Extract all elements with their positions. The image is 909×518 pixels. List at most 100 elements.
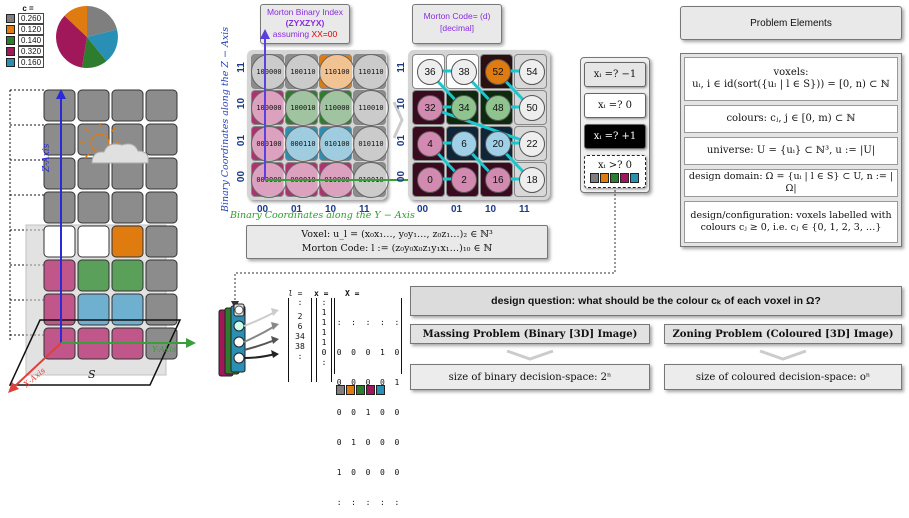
chevron-down-icon (759, 349, 807, 361)
legend-swatch-orange (6, 25, 15, 34)
X-matrix-label: X = (345, 289, 360, 298)
morton-code: 20 (485, 131, 511, 157)
pe-universe: universe: U = {uᵢ} ⊂ ℕ³, u := |U| (684, 137, 898, 165)
swatch-blue (630, 172, 639, 183)
state-positive: xᵢ >? 0 (584, 155, 646, 188)
x-entry: 0 (321, 348, 327, 357)
col-tick: 11 (359, 204, 370, 215)
row-tick: 00 (396, 170, 408, 183)
swatch-orange (600, 172, 609, 183)
legend-value: 0.260 (18, 13, 45, 24)
morton-index-box: Morton Binary Index (ZYXZYX) assuming XX… (260, 4, 350, 44)
row-tick: 11 (395, 62, 407, 73)
col-tick: 10 (325, 204, 337, 215)
y-axis-label: Y-Axis (152, 345, 177, 354)
morton-code: 52 (485, 59, 511, 85)
legend-swatch-green (6, 36, 15, 45)
morton-code: 2 (451, 167, 477, 193)
binary-index: 100110 (285, 54, 321, 90)
X-row: 0 0 0 0 1 (336, 378, 400, 387)
swatch-grey (336, 384, 345, 395)
design-question-box: design question: what should be the colo… (410, 286, 902, 316)
massing-title-box: Massing Problem (Binary [3D] Image) (410, 324, 650, 344)
massing-size-box: size of binary decision-space: 2ⁿ (410, 364, 650, 390)
morton-formula: Morton Code: l := (z₀y₀x₀z₁y₁x₁…)₁₀ ∈ ℕ (301, 243, 493, 254)
color-legend: c = 0.260 0.120 0.140 0.320 0.160 (6, 4, 50, 68)
morton-code-sub: [decimal] (439, 23, 474, 33)
color-pie-chart (56, 6, 118, 69)
swatch-magenta (366, 384, 375, 395)
zoning-size-box: size of coloured decision-space: oⁿ (664, 364, 902, 390)
swatch-blue (376, 384, 385, 395)
chevron-down-icon (506, 349, 554, 361)
swatch-green (610, 172, 619, 183)
l-entry: : (297, 352, 303, 361)
pe-colours: colours: cⱼ, j ∈ [0, m) ⊂ ℕ (684, 105, 898, 133)
binary-index: 110000 (319, 90, 355, 126)
X-row: 0 1 0 0 0 (336, 438, 400, 447)
legend-title: c = (22, 4, 34, 13)
morton-code-title: Morton Code= (d) (423, 11, 491, 21)
state-positive-label: xᵢ >? 0 (597, 160, 633, 171)
x-entry: : (321, 358, 327, 367)
morton-index-pattern: (ZYXZYX) (285, 18, 325, 28)
voxel-stack (43, 89, 178, 360)
l-entry: 2 (297, 312, 303, 321)
col-tick: 10 (485, 204, 497, 215)
site-label: S (88, 368, 96, 381)
x-entry: 1 (321, 328, 327, 337)
problem-elements-header: Problem Elements (680, 6, 902, 40)
swatch-green (356, 384, 365, 395)
row-tick: 10 (396, 97, 408, 110)
formula-box: Voxel: u_l = (x₀x₁…, y₀y₁…, z₀z₁…)₂ ∈ ℕ³… (246, 225, 548, 259)
state-zero: xᵢ =? 0 (584, 93, 646, 118)
morton-code: 54 (519, 59, 545, 85)
voxel-3d-illustration (8, 89, 196, 393)
l-entry: : (297, 298, 303, 307)
row-tick: 01 (396, 134, 408, 147)
col-tick: 00 (417, 204, 429, 215)
morton-code: 50 (519, 95, 545, 121)
col-tick: 01 (291, 204, 303, 215)
morton-order-links (426, 69, 532, 181)
problem-elements-list: voxels: uᵢ, i ∈ id(sort({uₗ | l ∈ S})) =… (680, 53, 902, 247)
color-swatches (590, 172, 640, 183)
col-tick: 00 (257, 204, 269, 215)
layered-voxel-icon (218, 303, 279, 377)
chevron-right-icon (392, 101, 404, 139)
morton-code: 36 (417, 59, 443, 85)
X-matrix: : : : : : 0 0 0 1 0 0 0 0 0 1 0 0 1 0 0 … (334, 298, 402, 507)
l-vector: : 2 6 34 38 : (288, 298, 312, 382)
binary-index: 110010 (353, 90, 389, 126)
X-row: : : : : : (336, 318, 400, 327)
legend-swatch-grey (6, 14, 15, 23)
pe-configuration: design/configuration: voxels labelled wi… (684, 201, 898, 243)
morton-code: 6 (451, 131, 477, 157)
l-entry: 6 (297, 322, 303, 331)
x-entry: : (321, 298, 327, 307)
z-axis-label: Z-Axis (42, 143, 52, 172)
l-entry: 38 (295, 342, 305, 351)
swatch-orange (346, 384, 355, 395)
y-binary-axis-label: Binary Coordinates along the Y − Axis (230, 210, 415, 221)
pie-slice-grey (87, 6, 117, 37)
pie-slice-magenta (56, 15, 87, 68)
legend-value: 0.160 (18, 57, 45, 68)
swatch-grey (590, 172, 599, 183)
morton-code: 4 (417, 131, 443, 157)
swatch-magenta (620, 172, 629, 183)
X-matrix-colours (336, 379, 386, 398)
x-entry: 1 (321, 318, 327, 327)
X-row: 0 0 1 0 0 (336, 408, 400, 417)
binary-index: 010110 (353, 126, 389, 162)
morton-code: 48 (485, 95, 511, 121)
x-entry: 1 (321, 338, 327, 347)
morton-code: 38 (451, 59, 477, 85)
morton-code: 16 (485, 167, 511, 193)
morton-index-xx: XX=00 (311, 29, 338, 39)
legend-value: 0.140 (18, 35, 45, 46)
morton-code: 18 (519, 167, 545, 193)
morton-code: 34 (451, 95, 477, 121)
binary-index: 110110 (353, 54, 389, 90)
site-parallelogram (8, 319, 182, 386)
